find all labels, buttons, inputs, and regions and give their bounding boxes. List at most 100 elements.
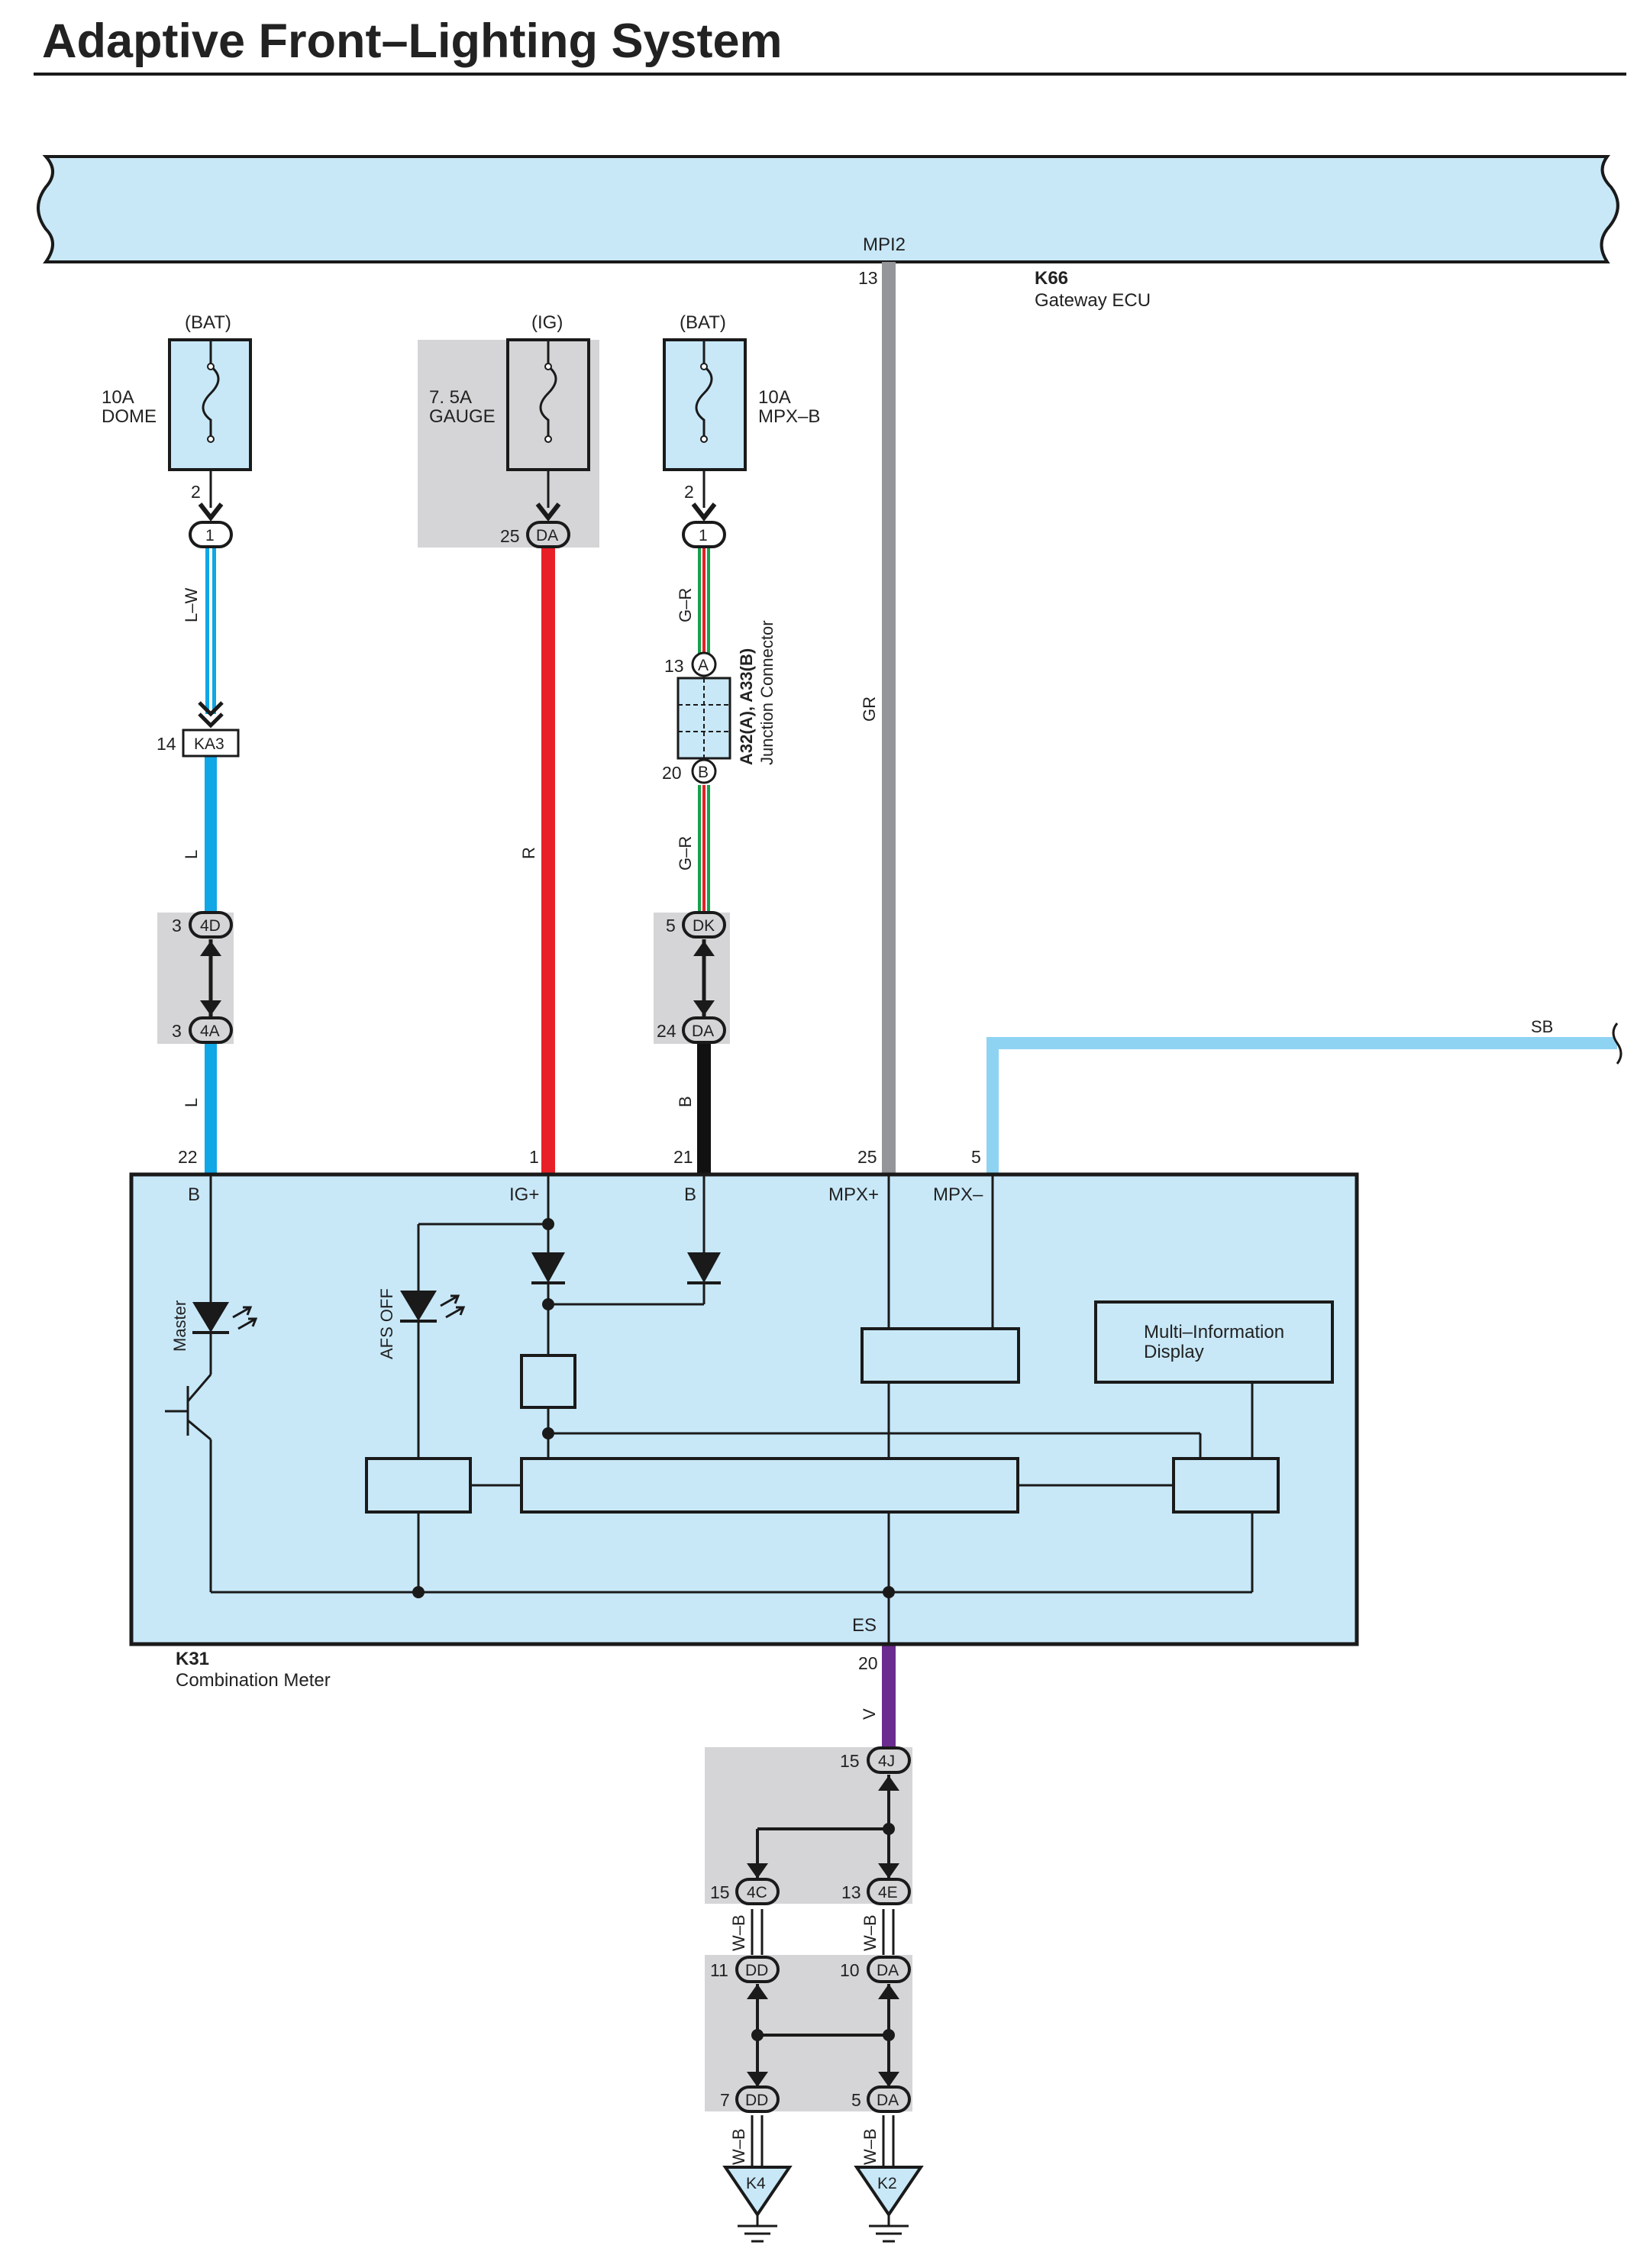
meter-term-mpxplus: MPX+ — [828, 1184, 879, 1205]
conn-4j-pin: 15 — [840, 1751, 860, 1771]
meter-term-b2: B — [684, 1184, 696, 1205]
meter-term-mpxminus: MPX– — [933, 1184, 983, 1205]
ka3-name: KA3 — [194, 735, 224, 753]
fuse-gauge-pin: 25 — [500, 526, 520, 546]
wire-b-label: B — [676, 1096, 695, 1107]
conn-4c-oval — [735, 1878, 780, 1905]
conn-da24-pin: 24 — [657, 1021, 676, 1041]
arrow-dd-up — [747, 1984, 768, 1999]
ground-k4 — [722, 2166, 793, 2243]
conn-dk-name: DK — [693, 917, 715, 935]
conn-dk-pin: 5 — [666, 916, 676, 935]
ka3-pin: 14 — [157, 734, 176, 754]
conn-da24-name: DA — [692, 1023, 714, 1040]
fuse-gauge — [506, 338, 590, 508]
conn-4c-name: 4C — [747, 1884, 767, 1901]
conn-da10-name: DA — [877, 1962, 899, 1979]
conn-4d-oval — [189, 911, 233, 939]
junction-connector — [676, 677, 731, 760]
wire-wb1-label: W–B — [729, 1914, 748, 1951]
conn-da10-oval — [867, 1956, 911, 1983]
wire-gr2 — [698, 785, 710, 924]
jc-b-circle — [691, 758, 717, 784]
conn-4j-name: 4J — [878, 1753, 895, 1770]
wire-gr2-label: G–R — [676, 836, 695, 871]
ka3-box — [182, 729, 240, 758]
conn-da24-oval — [682, 1016, 726, 1044]
wire-gr1-label: G–R — [676, 588, 695, 622]
display-driver-block — [1172, 1457, 1280, 1514]
wire-gr-label: GR — [860, 696, 879, 722]
conn-4d-name: 4D — [200, 917, 221, 935]
fuse-mpxb-source: (BAT) — [680, 312, 726, 333]
arrow-gauge — [535, 502, 561, 522]
mpx-block — [861, 1327, 1020, 1384]
meter-es-pin: 20 — [858, 1653, 878, 1673]
conn-mpxb-label: 1 — [699, 527, 708, 544]
meter-pin-25: 25 — [857, 1147, 877, 1167]
meter-es-label: ES — [852, 1615, 877, 1636]
jc-b-pin: 20 — [662, 763, 682, 783]
fuse-gauge-source: (IG) — [531, 312, 563, 333]
jc-label-2: Junction Connector — [757, 620, 777, 765]
gateway-name: Gateway ECU — [1035, 290, 1151, 311]
conn-da10-pin: 10 — [840, 1960, 860, 1980]
meter-module — [129, 1172, 1359, 1646]
fuse-dome-pin: 2 — [191, 482, 201, 502]
mid-label-1: Multi–Information — [1144, 1322, 1284, 1342]
gateway-pin: 13 — [858, 268, 878, 288]
meter-internal-lines — [165, 1174, 1254, 1644]
arrow-dd7 — [747, 2072, 768, 2087]
conn-4d-pin: 3 — [172, 916, 182, 935]
gateway-bus-band — [37, 155, 1619, 263]
conn-dd11-oval — [735, 1956, 780, 1983]
fuse-mpxb-rating: 10A — [758, 387, 791, 408]
conn-da5-name: DA — [877, 2092, 899, 2109]
jc-a-circle — [691, 651, 717, 677]
meter-term-igplus: IG+ — [509, 1184, 539, 1205]
link-4d-4a — [200, 939, 221, 1017]
meter-pin-22: 22 — [178, 1147, 198, 1167]
arrow-4j-up — [878, 1775, 899, 1791]
conn-dd7-pin: 7 — [720, 2090, 730, 2110]
wire-sb — [986, 1037, 1617, 1174]
link-dk-da — [693, 939, 715, 1017]
fuse-gauge-name: GAUGE — [429, 406, 496, 427]
wire-l2-label: L — [182, 1098, 201, 1107]
jc-b-name: B — [698, 764, 709, 781]
wire-wb3-label: W–B — [729, 2128, 748, 2165]
conn-4e-name: 4E — [878, 1884, 898, 1901]
arrow-dome — [198, 502, 224, 522]
wire-v-label: V — [860, 1708, 879, 1720]
diode-igplus — [531, 1252, 565, 1284]
bus-label: MPI2 — [863, 234, 906, 255]
conn-dd7-oval — [735, 2085, 780, 2113]
node-da — [883, 2029, 895, 2041]
conn-dd7-name: DD — [745, 2092, 768, 2109]
arrow-4e — [878, 1863, 899, 1879]
wire-r-label: R — [519, 847, 538, 859]
node-diode-join — [542, 1298, 554, 1310]
wire-sb-label: SB — [1531, 1017, 1553, 1036]
conn-4c-pin: 15 — [710, 1882, 730, 1902]
gateway-id: K66 — [1035, 268, 1068, 289]
conn-gauge-oval — [526, 521, 570, 548]
conn-4e-oval — [867, 1878, 911, 1905]
fuse-mpxb-name: MPX–B — [758, 406, 820, 427]
fuse-dome-name: DOME — [102, 406, 157, 427]
wire-l1-label: L — [182, 850, 201, 859]
conn-mpxb-oval — [682, 521, 726, 548]
fuse-gauge-rating: 7. 5A — [429, 387, 472, 408]
arrow-da-up — [878, 1984, 899, 1999]
meter-name: Combination Meter — [176, 1670, 331, 1691]
jc-a-pin: 13 — [664, 656, 684, 676]
mid-label-2: Display — [1144, 1342, 1204, 1362]
diode-b — [687, 1252, 721, 1284]
jc-a-name: A — [698, 657, 709, 674]
conn-da5-pin: 5 — [851, 2090, 861, 2110]
conn-gauge-label: DA — [536, 527, 558, 544]
wire-wb-set — [751, 1909, 895, 2169]
mid-block — [1094, 1300, 1334, 1384]
conn-4j-oval — [867, 1746, 911, 1774]
